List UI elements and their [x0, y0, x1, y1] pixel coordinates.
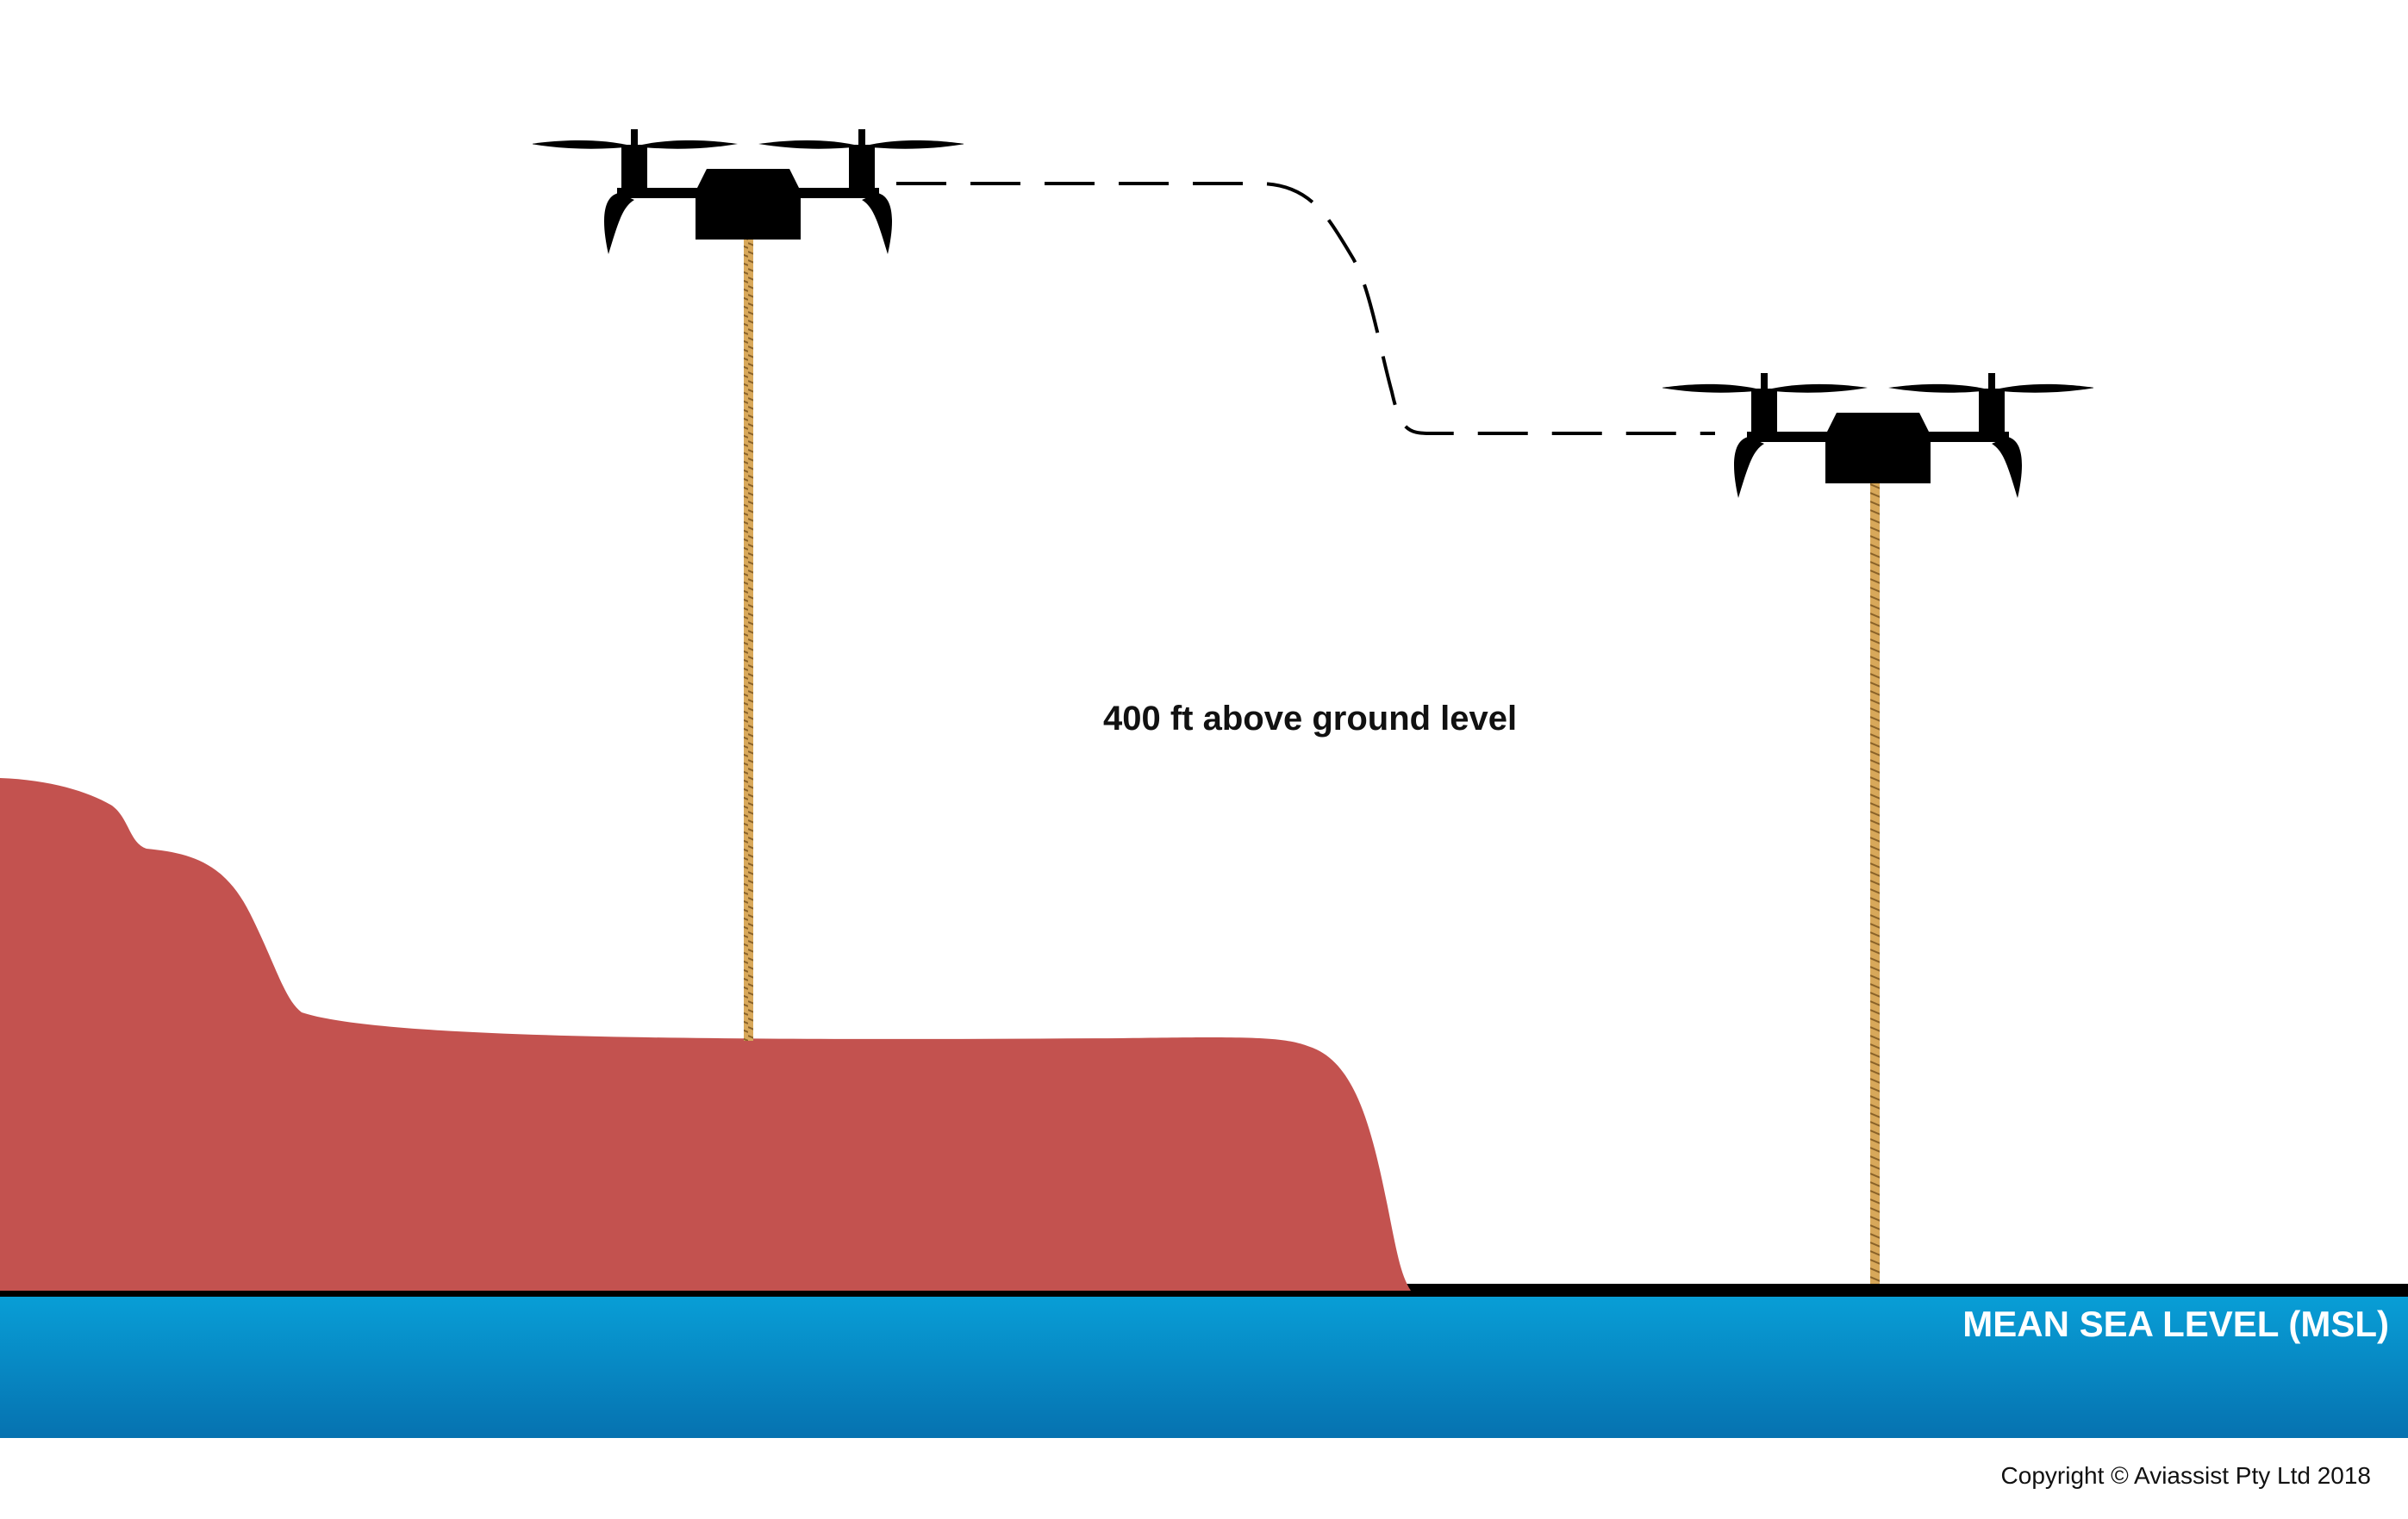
sea-body	[0, 1297, 2408, 1438]
quadcopter-drone-icon	[533, 129, 964, 254]
quadcopter-drone-icon	[1663, 373, 2093, 498]
flight-path	[896, 182, 1715, 435]
agl-label: 400 ft above ground level	[1103, 700, 1518, 738]
tether-high	[744, 231, 753, 1041]
terrain	[0, 778, 1411, 1291]
copyright-text: Copyright © Aviassist Pty Ltd 2018	[2000, 1462, 2371, 1489]
tether-low	[1870, 472, 1880, 1284]
msl-label: MEAN SEA LEVEL (MSL)	[1962, 1304, 2389, 1344]
